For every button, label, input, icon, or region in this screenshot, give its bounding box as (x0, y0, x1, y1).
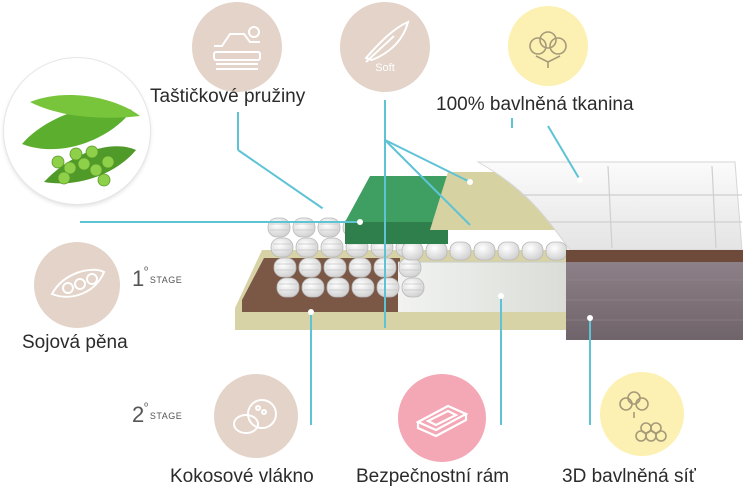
stage-2-marker: 2ºSTAGE (132, 402, 183, 427)
label-safety-frame: Bezpečnostní rám (356, 466, 510, 487)
safety-frame-layer (398, 262, 570, 312)
spring-coil (449, 241, 472, 261)
spring-coil (545, 241, 568, 261)
leader-lines (80, 100, 591, 425)
cotton-mesh-icon (600, 372, 684, 456)
spring-coil (473, 241, 496, 261)
cotton-batting-layer (430, 172, 570, 230)
spring-coil (267, 217, 291, 238)
spring-coil (301, 277, 325, 298)
spring-coil (326, 277, 350, 298)
stage-1-number: 1 (132, 266, 145, 291)
spring-coil (401, 277, 425, 298)
label-cotton-fabric: 100% bavlněná tkanina (436, 94, 634, 115)
spring-coil (401, 241, 424, 261)
frame-icon (398, 374, 486, 462)
cotton-icon (508, 6, 588, 86)
label-pocket-springs: Taštičkové pružiny (150, 86, 306, 107)
spring-coil (270, 237, 294, 258)
stage-1-suffix: STAGE (149, 275, 183, 286)
spring-coil (273, 257, 297, 278)
pea-pod-photo (4, 58, 150, 204)
spring-coil (425, 241, 448, 261)
spring-coil (292, 217, 316, 238)
springs-icon (192, 2, 282, 92)
label-coconut-fiber: Kokosové vlákno (170, 466, 314, 487)
soft-icon-label: Soft (375, 62, 395, 74)
spring-coil (497, 241, 520, 261)
feather-icon: Soft (340, 2, 430, 92)
spring-coil (398, 257, 422, 278)
stage-1-marker: 1ºSTAGE (132, 266, 183, 291)
spring-coil (351, 277, 375, 298)
label-cotton-mesh: 3D bavlněná síť (562, 466, 696, 487)
stage-2-suffix: STAGE (149, 411, 183, 422)
spring-coil (320, 237, 344, 258)
cotton-mesh-layer (566, 262, 743, 340)
spring-coil (317, 217, 341, 238)
spring-coil (323, 257, 347, 278)
spring-coil (521, 241, 544, 261)
coconut-icon (214, 374, 298, 458)
spring-coil (376, 277, 400, 298)
peas-icon (34, 242, 120, 328)
spring-coil (348, 257, 372, 278)
stage-2-number: 2 (132, 402, 145, 427)
spring-coil (298, 257, 322, 278)
label-soy-foam: Sojová pěna (22, 332, 128, 353)
spring-coil (295, 237, 319, 258)
spring-coil (276, 277, 300, 298)
